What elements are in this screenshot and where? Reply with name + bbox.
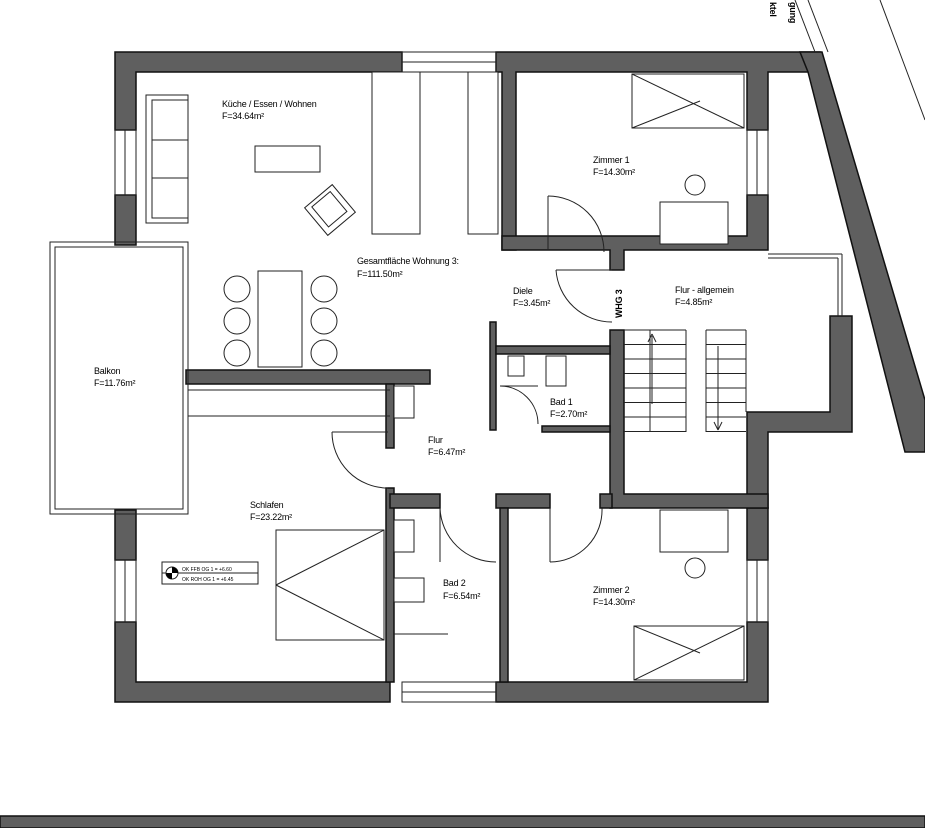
exterior-walls: [0, 51, 925, 828]
level-line-2: OK ROH OG 1 = +6.45: [182, 577, 234, 583]
room-zimmer1-area: F=14.30m²: [593, 167, 635, 177]
room-balkon-area: F=11.76m²: [94, 378, 136, 388]
room-balkon-name: Balkon: [94, 366, 121, 376]
room-diele-name: Diele: [513, 286, 533, 296]
room-labels: Küche / Essen / Wohnen F=34.64m² Gesamtf…: [94, 2, 798, 607]
level-marker: OK FFB OG 1 = +6.60 OK ROH OG 1 = +6.45: [161, 561, 259, 585]
level-line-1: OK FFB OG 1 = +6.60: [182, 567, 232, 573]
stair-arrow-head: [713, 421, 719, 431]
furniture: [145, 71, 745, 681]
stairs: [624, 329, 747, 432]
room-bad2-area: F=6.54m²: [443, 591, 480, 601]
room-gesamt-area: F=111.50m²: [357, 269, 403, 279]
whg-label: WHG 3: [614, 289, 624, 318]
doors: [331, 195, 613, 563]
room-bad2-name: Bad 2: [443, 578, 466, 588]
balcony: [49, 241, 390, 515]
room-zimmer2-name: Zimmer 2: [593, 585, 630, 595]
windows: [114, 0, 925, 703]
room-zimmer1-name: Zimmer 1: [593, 155, 630, 165]
room-bad1-area: F=2.70m²: [550, 409, 587, 419]
room-bad1-name: Bad 1: [550, 397, 573, 407]
room-schlafen-area: F=23.22m²: [250, 512, 292, 522]
stair-arrow-head: [651, 333, 657, 343]
room-flur-allg-name: Flur - allgemein: [675, 285, 734, 295]
interior-walls: [185, 321, 769, 683]
room-schlafen-name: Schlafen: [250, 500, 284, 510]
room-kueche-name: Küche / Essen / Wohnen: [222, 99, 317, 109]
room-flur-name: Flur: [428, 435, 443, 445]
stair-arrow-head: [717, 421, 723, 431]
stair-arrow-head: [647, 333, 653, 343]
room-flur-allg-area: F=4.85m²: [675, 297, 712, 307]
corner-label-top: gung: [788, 2, 798, 23]
room-zimmer2-area: F=14.30m²: [593, 597, 635, 607]
room-flur-area: F=6.47m²: [428, 447, 465, 457]
room-gesamt-name: Gesamtfläche Wohnung 3:: [357, 256, 459, 266]
room-diele-area: F=3.45m²: [513, 298, 550, 308]
corner-label-bottom: ktel: [768, 2, 778, 17]
room-kueche-area: F=34.64m²: [222, 111, 264, 121]
